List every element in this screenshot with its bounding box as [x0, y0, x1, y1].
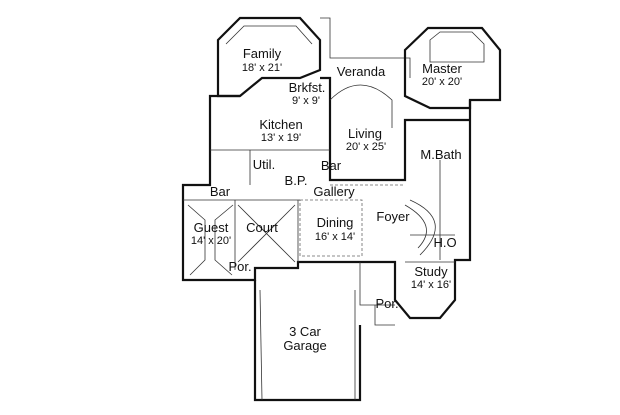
room-bp-name: B.P.	[285, 173, 308, 188]
room-garage-name: 3 Car	[289, 324, 321, 339]
room-veranda-name: Veranda	[337, 64, 386, 79]
room-util-name: Util.	[253, 157, 275, 172]
room-family-size: 18' x 21'	[242, 62, 282, 74]
room-study-size: 14' x 16'	[411, 279, 451, 291]
room-brkfst-name: Brkfst.	[289, 80, 326, 95]
room-kitchen-name: Kitchen	[259, 117, 302, 132]
room-dining-name: Dining	[317, 215, 354, 230]
room-gallery-name: Gallery	[313, 184, 355, 199]
walls	[181, 16, 502, 402]
room-master-size: 20' x 20'	[422, 76, 462, 88]
room-guest-name: Guest	[194, 220, 229, 235]
room-por-entry: Por.	[375, 296, 398, 311]
room-guest-size: 14' x 20'	[191, 235, 231, 247]
room-bar-living: Bar	[321, 158, 342, 173]
room-por-guest: Por.	[228, 259, 251, 274]
room-ho-name: H.O	[433, 235, 456, 250]
room-living-size: 20' x 25'	[346, 141, 386, 153]
room-foyer-name: Foyer	[376, 209, 410, 224]
room-master-name: Master	[422, 61, 462, 76]
room-family-name: Family	[243, 46, 282, 61]
room-dining-size: 16' x 14'	[315, 231, 355, 243]
room-study-name: Study	[414, 264, 448, 279]
room-labels: Family 18' x 21' Veranda Master 20' x 20…	[191, 46, 463, 353]
room-court-name: Court	[246, 220, 278, 235]
room-kitchen-size: 13' x 19'	[261, 132, 301, 144]
room-mbath-name: M.Bath	[420, 147, 461, 162]
room-garage-name2: Garage	[283, 338, 326, 353]
room-living-name: Living	[348, 126, 382, 141]
room-brkfst-size: 9' x 9'	[292, 95, 320, 107]
room-bar-guest: Bar	[210, 184, 231, 199]
